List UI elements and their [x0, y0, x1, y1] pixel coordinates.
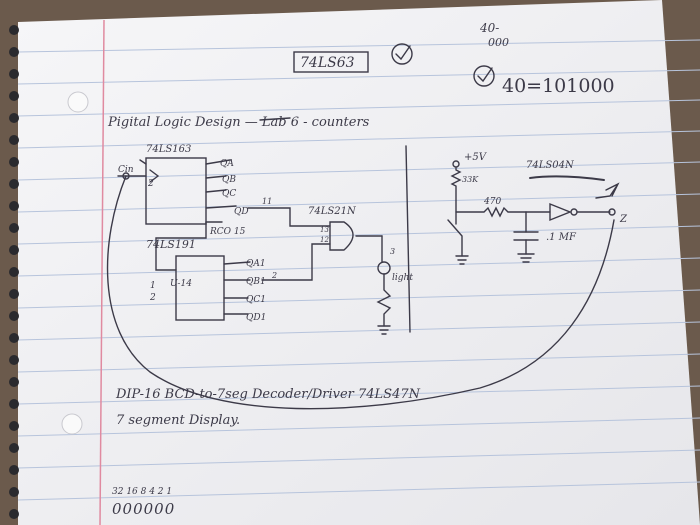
out-qb: QB: [222, 175, 236, 185]
q-a1: QA1: [246, 259, 266, 269]
pin-3: 3: [390, 247, 395, 256]
ruled-lines: [17, 39, 700, 501]
pin-13: 13: [320, 226, 329, 234]
inverter-74ls04n: [549, 202, 572, 222]
pin-1: 1: [150, 281, 156, 291]
footer-line-1: DIP-16 BCD-to-7seg Decoder/Driver 74LS47…: [115, 387, 421, 402]
chip-74ls163: [145, 157, 207, 225]
gate-label: 74LS21N: [308, 206, 357, 217]
out-qc: QC: [222, 189, 236, 199]
punch-hole-top: [67, 91, 89, 113]
header-chip-label: 74LS63: [300, 55, 355, 71]
bit-weights: 32 16 8 4 2 1: [112, 487, 172, 497]
q-b1-pin: 2: [271, 271, 277, 280]
clock-in-label: Cin: [118, 165, 134, 175]
binary-note: 40=101000: [502, 75, 615, 97]
vcc-label: +5V: [464, 152, 488, 163]
pin-11: 11: [262, 197, 272, 206]
margin-line: [99, 19, 105, 525]
out-qa: QA: [220, 159, 234, 169]
feedback-loop-wire: [106, 175, 615, 410]
rco-label: RCO 15: [209, 227, 246, 237]
divider-vertical: [405, 145, 411, 333]
corner-note-top: 40-: [479, 21, 499, 35]
r-470: 470: [483, 197, 501, 207]
check-circle-icon-2: [473, 65, 495, 87]
r-33k: 33K: [462, 175, 479, 184]
chip-label-74ls163: 74LS163: [146, 144, 191, 155]
paper-sheet: [18, 0, 700, 525]
chip-label-74ls191: 74LS191: [146, 238, 196, 251]
q-b1: QB1: [246, 277, 266, 287]
cap-label: .1 MF: [546, 232, 577, 243]
corner-note-bottom: 000: [488, 36, 509, 49]
pin-2-top: 2: [147, 179, 154, 189]
light-label: light: [392, 273, 413, 283]
punch-hole-bottom: [61, 413, 83, 435]
check-circle-icon: [391, 43, 413, 65]
inverter-label: 74LS04N: [526, 160, 575, 171]
header-chip-box: [293, 51, 369, 73]
pin-14: U-14: [170, 279, 192, 289]
and-gate-74ls21n: [329, 221, 354, 251]
spiral-binding: [9, 25, 19, 519]
q-c1: QC1: [246, 295, 266, 305]
bit-circles: 000000: [112, 500, 175, 518]
chip-74ls191: [175, 255, 225, 321]
page-title: Pigital Logic Design — Lab 6 - counters: [107, 115, 370, 130]
out-qd: QD: [234, 207, 249, 217]
q-d1: QD1: [246, 313, 266, 323]
pin-12: 12: [320, 236, 329, 244]
pin-2-bottom: 2: [149, 293, 156, 303]
footer-line-2: 7 segment Display.: [116, 413, 240, 428]
out-z: Z: [619, 214, 628, 225]
